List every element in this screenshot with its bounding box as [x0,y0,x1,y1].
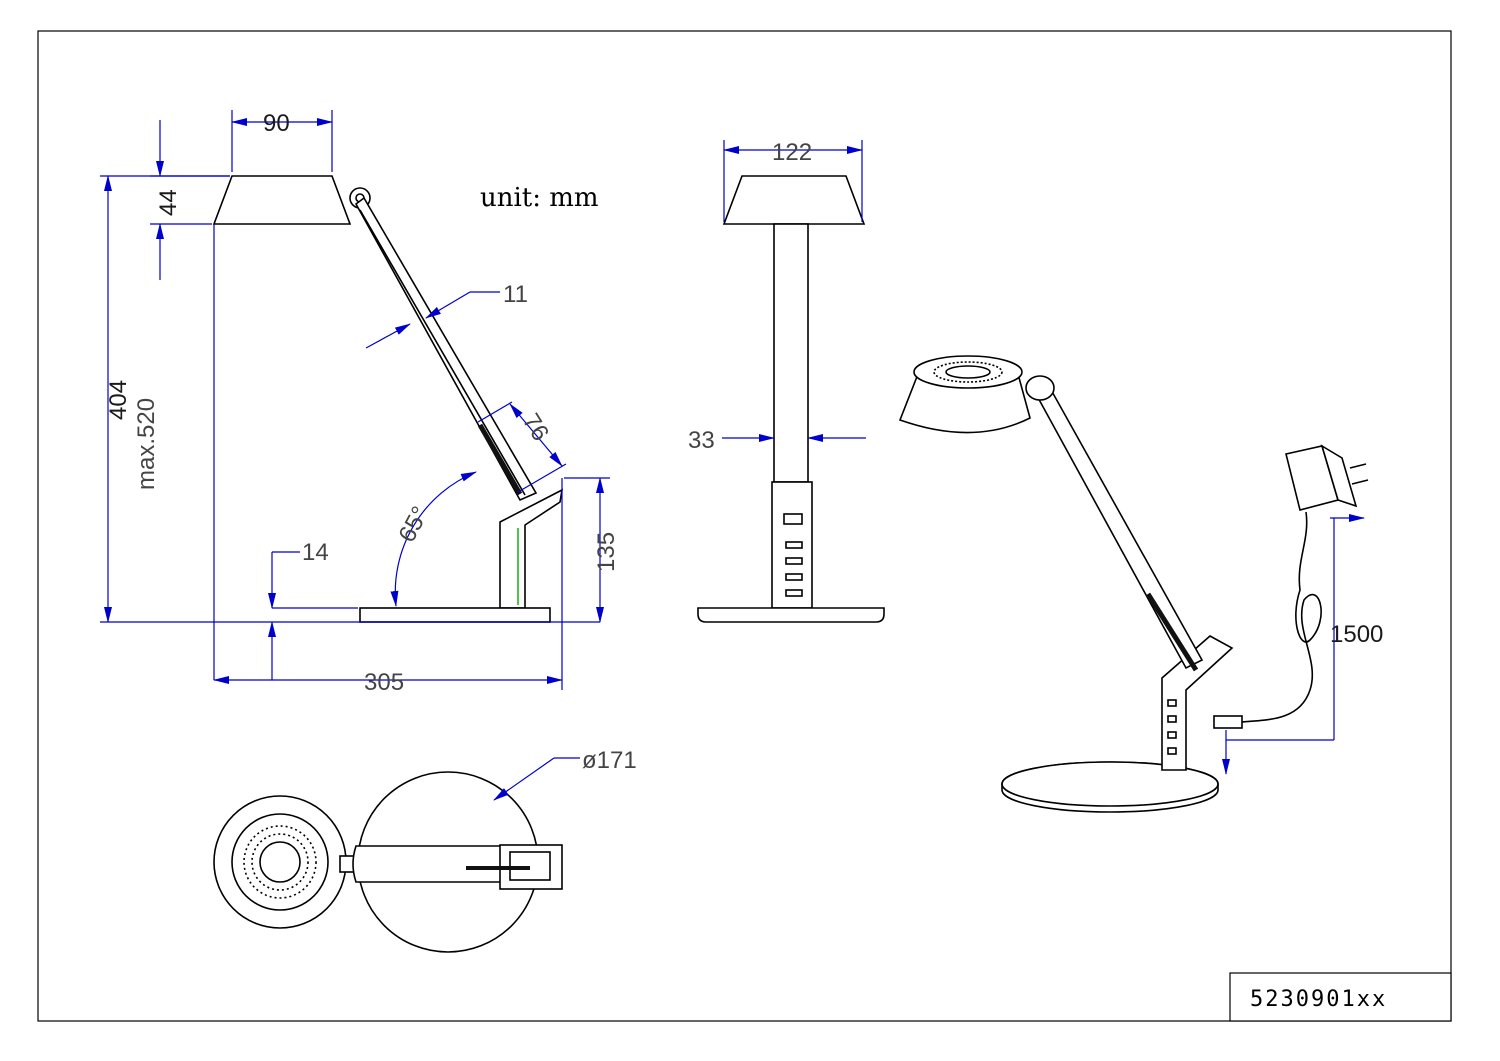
dim-tilt-angle: 65° [393,502,434,547]
dim-arm-width: 11 [503,281,528,308]
dim-column-width: 33 [688,427,715,454]
perspective-view-dimensions: 1500 [1222,514,1383,775]
title-block: 5230901xx [1229,972,1452,1022]
dim-shade-width: 90 [263,110,290,137]
perspective-view [898,355,1369,813]
front-view-dimensions: 122 33 [688,139,866,454]
dim-cable-length: 1500 [1330,621,1383,648]
dim-arm-slot: 76 [517,409,554,446]
dim-base-thickness: 14 [302,539,329,566]
top-view-dimensions: ø171 [493,747,637,801]
dim-front-shade-width: 122 [772,139,812,166]
front-view [697,175,885,623]
dim-total-depth: 305 [364,669,404,696]
dim-shade-height: 44 [155,189,182,216]
dim-total-height: 404 [105,380,132,420]
dim-base-diameter: ø171 [582,747,637,774]
dim-stand-height: 135 [593,532,620,572]
top-view [213,771,563,953]
unit-label: unit: mm [480,183,599,213]
product-code: 5230901xx [1250,987,1387,1012]
side-view [212,175,564,623]
dim-max-height: max.520 [133,398,160,490]
side-view-dimensions: 90 44 404 max.520 11 76 65° 14 [100,110,620,696]
drawing-frame [37,30,1452,1022]
